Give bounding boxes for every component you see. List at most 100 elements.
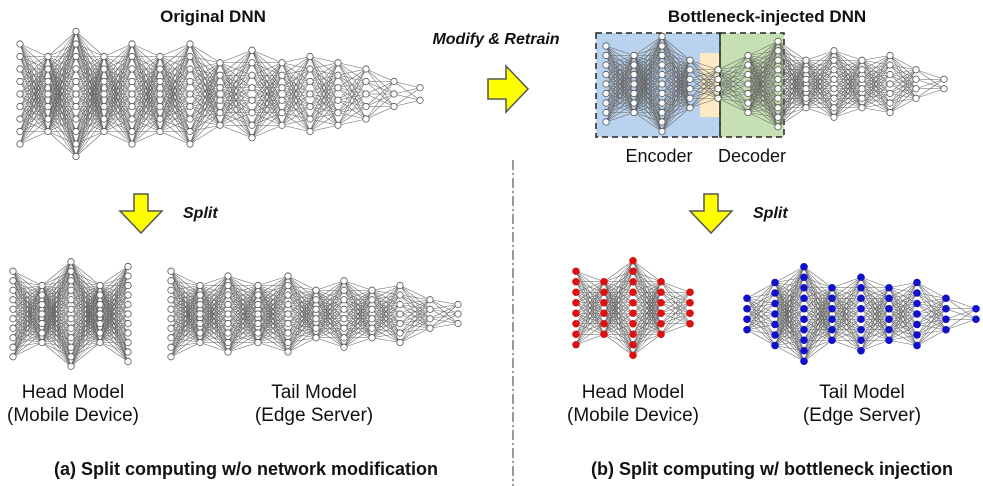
neuron (913, 289, 921, 297)
neuron (830, 104, 838, 112)
edge (99, 285, 129, 343)
edge (159, 118, 191, 132)
neuron (368, 305, 376, 313)
edge (746, 282, 776, 330)
edge (774, 308, 805, 346)
neuron (128, 127, 136, 136)
neuron (774, 75, 782, 83)
neuron (16, 40, 24, 48)
neuron (885, 294, 893, 303)
neuron (857, 273, 865, 282)
edge (227, 285, 259, 305)
neuron (284, 338, 292, 347)
neuron (156, 65, 164, 73)
neuron (216, 59, 224, 67)
edge (774, 266, 805, 304)
edge (660, 292, 691, 324)
edge (170, 342, 201, 357)
edge (746, 313, 776, 330)
edge (131, 56, 161, 82)
edge (916, 319, 947, 346)
edge (47, 31, 77, 95)
edge (41, 290, 72, 343)
edge (393, 87, 421, 95)
edge (170, 285, 201, 319)
edge (632, 313, 662, 356)
edge (888, 324, 918, 341)
neuron (744, 70, 752, 79)
edge (19, 81, 49, 145)
edge (860, 339, 890, 352)
neuron (306, 77, 314, 86)
edge (803, 287, 833, 309)
neuron (9, 296, 17, 304)
edge (774, 266, 805, 283)
edge (399, 309, 431, 343)
edge (915, 78, 945, 90)
edge (916, 297, 947, 304)
edge (860, 276, 890, 289)
edge (131, 56, 161, 132)
edge (343, 280, 373, 291)
neuron (771, 341, 779, 350)
neuron (224, 281, 232, 290)
edge (70, 294, 101, 367)
neuron (334, 71, 342, 79)
edge (575, 270, 605, 283)
edge (831, 339, 862, 352)
edge (661, 60, 691, 132)
neuron (38, 310, 46, 318)
neuron (800, 357, 808, 366)
neuron (306, 90, 314, 98)
edge (70, 280, 101, 286)
edge (189, 62, 221, 70)
edge (343, 290, 373, 348)
edge (251, 62, 283, 88)
left-tail-model (167, 267, 462, 361)
edge (41, 328, 72, 343)
edge (777, 60, 807, 89)
neuron (913, 341, 921, 350)
neuron (156, 52, 164, 61)
neuron (802, 75, 810, 83)
edge (888, 282, 918, 299)
edge (337, 118, 367, 126)
edge (257, 275, 289, 315)
edge (916, 292, 947, 299)
neuron (858, 56, 866, 64)
neuron (362, 115, 370, 123)
neuron (340, 305, 348, 313)
edge (888, 282, 918, 289)
neuron (167, 277, 175, 285)
edge (257, 275, 289, 286)
neuron (600, 330, 608, 339)
edge (19, 43, 49, 57)
edge (41, 261, 72, 324)
edge (41, 261, 72, 334)
neuron (67, 258, 75, 266)
edge (227, 285, 259, 315)
edge (633, 36, 663, 104)
edge (219, 100, 253, 126)
neuron (802, 94, 810, 102)
neuron (254, 338, 262, 347)
edge (371, 294, 401, 338)
neuron (44, 127, 52, 136)
edge (632, 281, 662, 335)
neuron (306, 115, 314, 123)
edge (632, 281, 662, 356)
edge (661, 60, 691, 104)
edge (189, 62, 221, 132)
edge (170, 280, 201, 286)
edge (860, 287, 890, 341)
neuron (196, 281, 204, 290)
neuron (658, 99, 666, 107)
neuron (224, 272, 232, 280)
neuron (630, 51, 638, 60)
edge (717, 55, 749, 80)
neuron (248, 84, 256, 92)
neuron (830, 75, 838, 83)
edge (315, 280, 345, 300)
edge (429, 323, 459, 329)
edge (833, 59, 863, 71)
